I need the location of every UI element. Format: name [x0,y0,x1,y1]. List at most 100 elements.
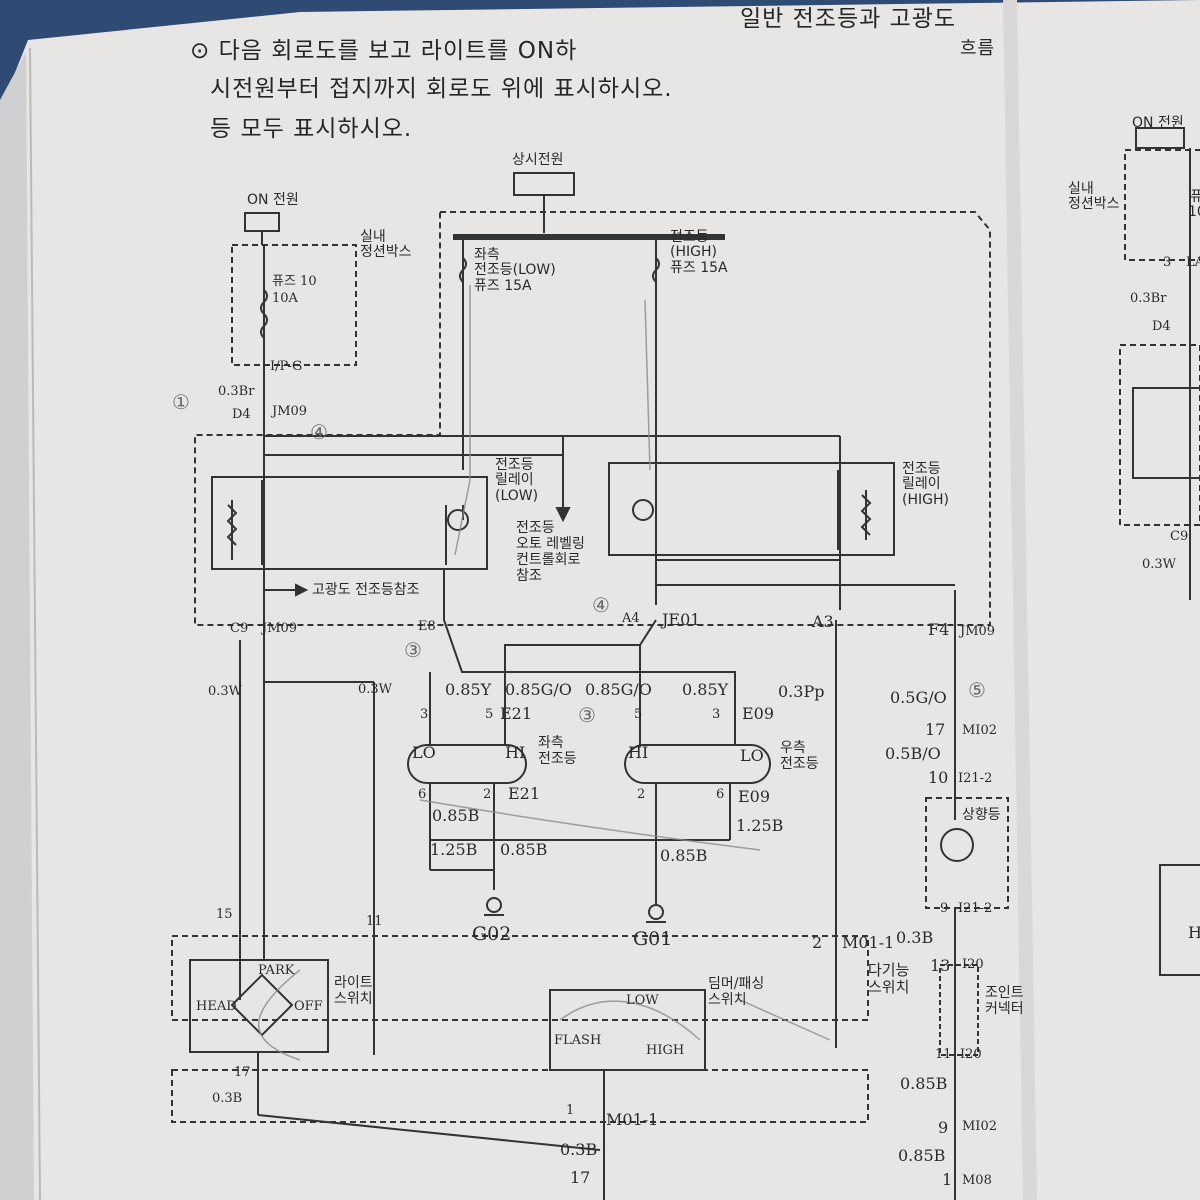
pin2-b-label: 2 [637,787,646,802]
pin15-label: 15 [216,907,233,922]
instruction-line-1c: 일반 전조등과 고광도 [740,6,957,32]
lo-right-label: LO [740,746,764,765]
pin5-a-label: 5 [485,707,494,722]
pin11-b-label: 11 [935,1047,952,1062]
light-switch-label: 라이트 스위치 [334,975,373,1008]
low-relay-label: 전조등 릴레이 (LOW) [495,457,539,504]
right-page-wire-03br-label: 0.3Br [1130,291,1167,306]
m01-1-b-label: M01-1 [606,1110,659,1129]
d4-label: D4 [232,407,251,422]
handwritten-mark-3: ③ [404,638,422,662]
ground-g01-label: G01 [633,928,673,950]
fuse10-label: 퓨즈 10 [272,274,317,289]
pin17-c-label: 17 [570,1168,591,1187]
right-headlamp-label: 우측 전조등 [780,740,819,773]
i21-2-a-label: I21-2 [958,771,993,786]
hi-right-label: HI [628,743,649,762]
joint-connector-label: 조인트 커넥터 [985,985,1024,1018]
a4-label: A4 [622,611,640,626]
instruction-line-1b: 흐름 [960,38,996,59]
wire-05bo-label: 0.5B/O [885,744,941,763]
wire-085y-a-label: 0.85Y [445,680,492,699]
lo-left-label: LO [412,743,436,762]
f4-label: F4 [928,620,950,639]
c9-label: C9 [230,621,249,636]
wire-03pp-label: 0.3Pp [778,682,825,701]
wire-085b-d-label: 0.85B [900,1074,948,1093]
pin2-a-label: 2 [483,787,492,802]
i21-2-b-label: I21-2 [958,901,993,916]
off-label: OFF [294,999,323,1014]
wire-085b-a-label: 0.85B [432,806,480,825]
pin17-b-label: 17 [234,1065,251,1080]
jm09-right-label: JM09 [960,624,996,639]
jm09-left-label: JM09 [262,621,298,636]
right-page-d4-label: D4 [1152,319,1171,334]
e8-label: E8 [418,619,436,634]
instruction-line-3: 등 모두 표시하시오. [210,116,413,142]
m08-label: M08 [962,1173,992,1188]
mi02-a-label: MI02 [962,723,997,738]
pin11-a-label: 11 [366,914,383,929]
wire-085y-b-label: 0.85Y [682,680,729,699]
pin13-label: 13 [930,956,951,975]
handwritten-mark-5: ④ [592,593,610,617]
low-switch-label: LOW [626,993,659,1008]
pin6-a-label: 6 [418,787,427,802]
tail-lamp-label: 상향등 [962,807,1001,823]
wire-125b-a-label: 1.25B [430,840,478,859]
e21-top-label: E21 [500,704,533,723]
pin-ipg-label: I/P-G [270,359,303,374]
right-page-fuse-label: 퓨 [1190,189,1200,205]
high-relay-label: 전조등 릴레이 (HIGH) [902,461,949,508]
instruction-line-2: 시전원부터 접지까지 회로도 위에 표시하시오. [210,76,673,102]
right-page-wire-03w-label: 0.3W [1142,557,1177,572]
instruction-line-1: ⊙ 다음 회로도를 보고 라이트를 ON하 [190,38,578,64]
pin10-label: 10 [928,768,949,787]
jm09-top-label: JM09 [272,404,308,419]
wire-085b-b-label: 0.85B [500,840,548,859]
head-label: HEAD [196,999,237,1014]
wire-125b-b-label: 1.25B [736,816,784,835]
wire-03b-c-label: 0.3B [560,1140,598,1159]
auto-leveling-label: 전조등 오토 레벨링 컨트롤회로 참조 [516,520,585,585]
pin9-a-label: 9 [940,901,949,916]
fuse10-amp-label: 10A [272,291,298,306]
park-label: PARK [258,963,295,978]
i20-b-label: I20 [960,1047,982,1062]
e09-top-label: E09 [742,704,775,723]
wire-03w-b-label: 0.3W [358,682,393,697]
high-switch-label: HIGH [646,1043,685,1058]
flash-label: FLASH [554,1033,602,1048]
wire-085go-b-label: 0.85G/O [585,680,652,699]
handwritten-mark-4: ③ [578,703,596,727]
e21-bottom-label: E21 [508,784,541,803]
on-power-label: ON 전원 [247,192,299,208]
right-page-h-label: H [1188,923,1200,942]
right-page-pin3-label: 3 [1163,255,1172,270]
handwritten-mark-6: ⑤ [968,678,986,702]
constant-power-label: 상시전원 [512,152,564,168]
pin2-m-label: 2 [812,933,823,952]
right-page-box-label: 실내 정션박스 [1068,181,1120,213]
je01-label: JE01 [662,610,701,629]
pin1-label: 1 [942,1170,953,1189]
i20-a-label: I20 [962,957,984,972]
pin5-b-label: 5 [634,707,643,722]
wire-03br-label: 0.3Br [218,384,255,399]
wire-03w-a-label: 0.3W [208,684,243,699]
m01-1-a-label: M01-1 [842,933,895,952]
indoor-junction-box-label: 실내 정션박스 [360,229,412,261]
pin17-mi02-label: 17 [925,720,946,739]
dimmer-switch-label: 딤머/패싱 스위치 [708,976,765,1009]
right-page-on-power-label: ON 전원 [1132,115,1184,131]
left-low-fuse-label: 좌측 전조등(LOW) 퓨즈 15A [474,247,556,294]
wire-085go-a-label: 0.85G/O [505,680,572,699]
wire-085b-e-label: 0.85B [898,1146,946,1165]
e09-bottom-label: E09 [738,787,771,806]
multi-function-switch-label: 다기능 스위치 [868,961,910,997]
pin3-b-label: 3 [712,707,721,722]
hi-left-label: HI [505,743,526,762]
